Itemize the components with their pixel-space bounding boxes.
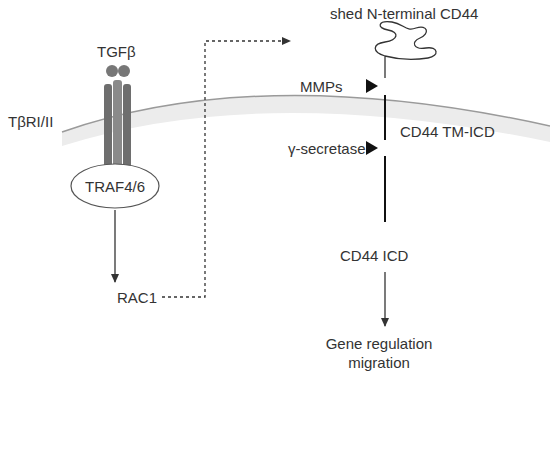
enzyme-label: γ-secretase <box>288 139 366 158</box>
enzyme-label: MMPs <box>300 77 343 96</box>
fragment-label: CD44 TM-ICD <box>400 122 495 141</box>
signal-arrow <box>114 210 115 282</box>
node-text: TRAF4/6 <box>85 178 145 195</box>
cd44-icd-segment <box>384 156 386 222</box>
cleavage-triangle <box>366 141 378 155</box>
receptor-label: TβRI/II <box>8 112 53 131</box>
fragment-label: CD44 ICD <box>340 246 408 265</box>
protein-label: RAC1 <box>117 288 157 307</box>
dashed-arrow <box>162 41 290 297</box>
protein-squiggle <box>375 22 436 78</box>
cd44-tm-segment <box>384 95 386 140</box>
ligand-circle <box>118 65 130 77</box>
adaptor-ellipse: TRAF4/6 <box>70 163 160 209</box>
cleavage-triangle <box>366 79 378 93</box>
membrane-band <box>62 95 550 146</box>
ligand-circle <box>106 65 118 77</box>
ligand-label: TGFβ <box>97 42 136 61</box>
signal-arrow <box>384 272 385 326</box>
annotation-text: shed N-terminal CD44 <box>330 4 478 23</box>
outcome-label: Gene regulation migration <box>323 334 435 372</box>
